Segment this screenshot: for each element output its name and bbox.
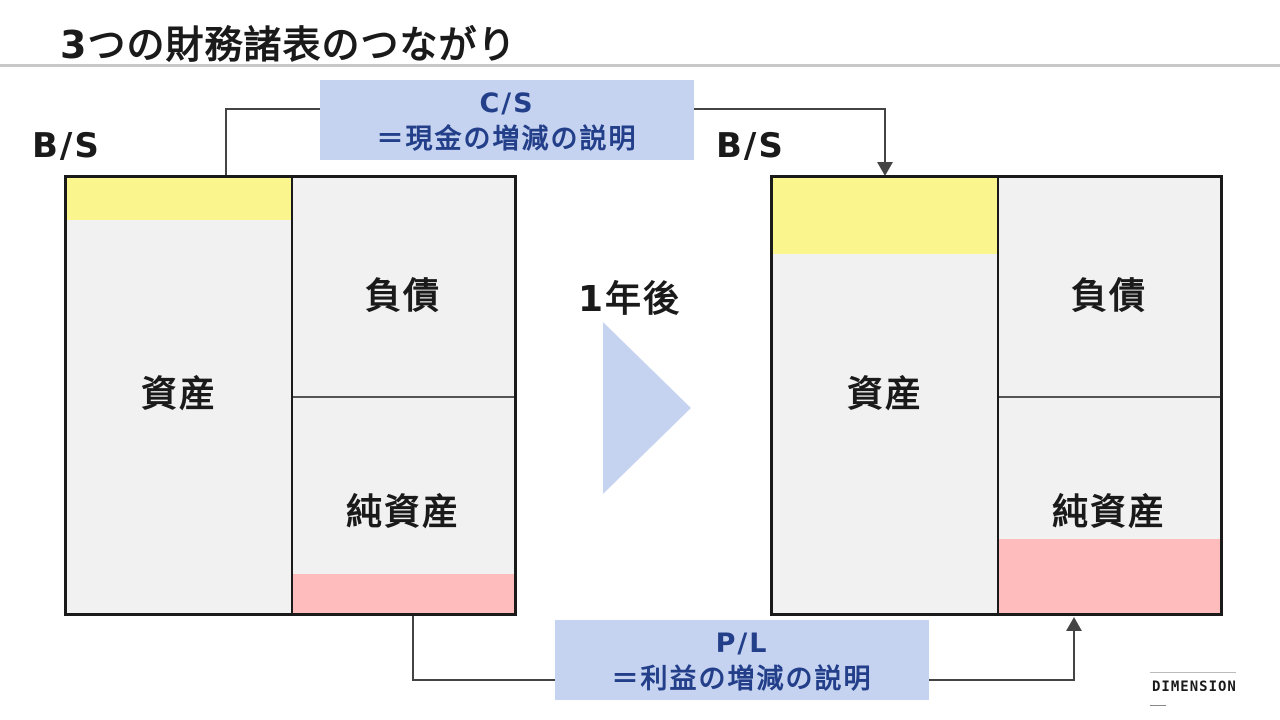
pl-connector-up bbox=[1073, 628, 1075, 680]
right-cash-highlight bbox=[773, 178, 998, 254]
right-liabilities-label: 負債 bbox=[1070, 276, 1148, 317]
right-horizontal-divider bbox=[999, 396, 1220, 398]
right-net-assets-label: 純資産 bbox=[1051, 492, 1167, 533]
left-net-assets-label: 純資産 bbox=[345, 492, 461, 533]
title-underline bbox=[0, 64, 1280, 67]
pl-note-description: ＝利益の増減の説明 bbox=[611, 664, 873, 695]
cs-connector-down bbox=[884, 108, 886, 166]
pl-connector-down bbox=[412, 614, 414, 680]
left-liabilities-label: 負債 bbox=[364, 276, 442, 317]
right-profit-highlight bbox=[999, 539, 1220, 613]
right-bs-label: B/S bbox=[716, 126, 785, 166]
left-profit-highlight bbox=[293, 574, 514, 613]
cs-connector-up bbox=[225, 109, 227, 177]
right-assets-label: 資産 bbox=[846, 374, 924, 415]
cs-note-box: C/S ＝現金の増減の説明 bbox=[320, 80, 694, 160]
brand-logo: DIMENSION bbox=[1152, 679, 1237, 695]
brand-rule-top bbox=[1150, 672, 1236, 673]
pl-note-box: P/L ＝利益の増減の説明 bbox=[555, 620, 929, 700]
brand-rule-bottom bbox=[1150, 705, 1166, 706]
right-vertical-divider bbox=[997, 178, 999, 613]
left-horizontal-divider bbox=[293, 396, 514, 398]
transition-label: 1年後 bbox=[578, 279, 682, 320]
left-assets-label: 資産 bbox=[140, 374, 218, 415]
cs-note-description: ＝現金の増減の説明 bbox=[376, 124, 638, 155]
transition-arrow-icon bbox=[603, 322, 691, 494]
pl-arrowhead-icon bbox=[1066, 617, 1082, 631]
cs-arrowhead-icon bbox=[877, 162, 893, 176]
left-cash-highlight bbox=[67, 178, 292, 220]
right-balance-sheet: 資産 負債 純資産 bbox=[770, 175, 1223, 616]
cs-note-title: C/S bbox=[479, 88, 535, 119]
left-bs-label: B/S bbox=[32, 126, 101, 166]
left-balance-sheet: 資産 負債 純資産 bbox=[64, 175, 517, 616]
pl-note-title: P/L bbox=[715, 628, 769, 659]
left-vertical-divider bbox=[291, 178, 293, 613]
page-title: 3つの財務諸表のつながり bbox=[60, 23, 517, 67]
